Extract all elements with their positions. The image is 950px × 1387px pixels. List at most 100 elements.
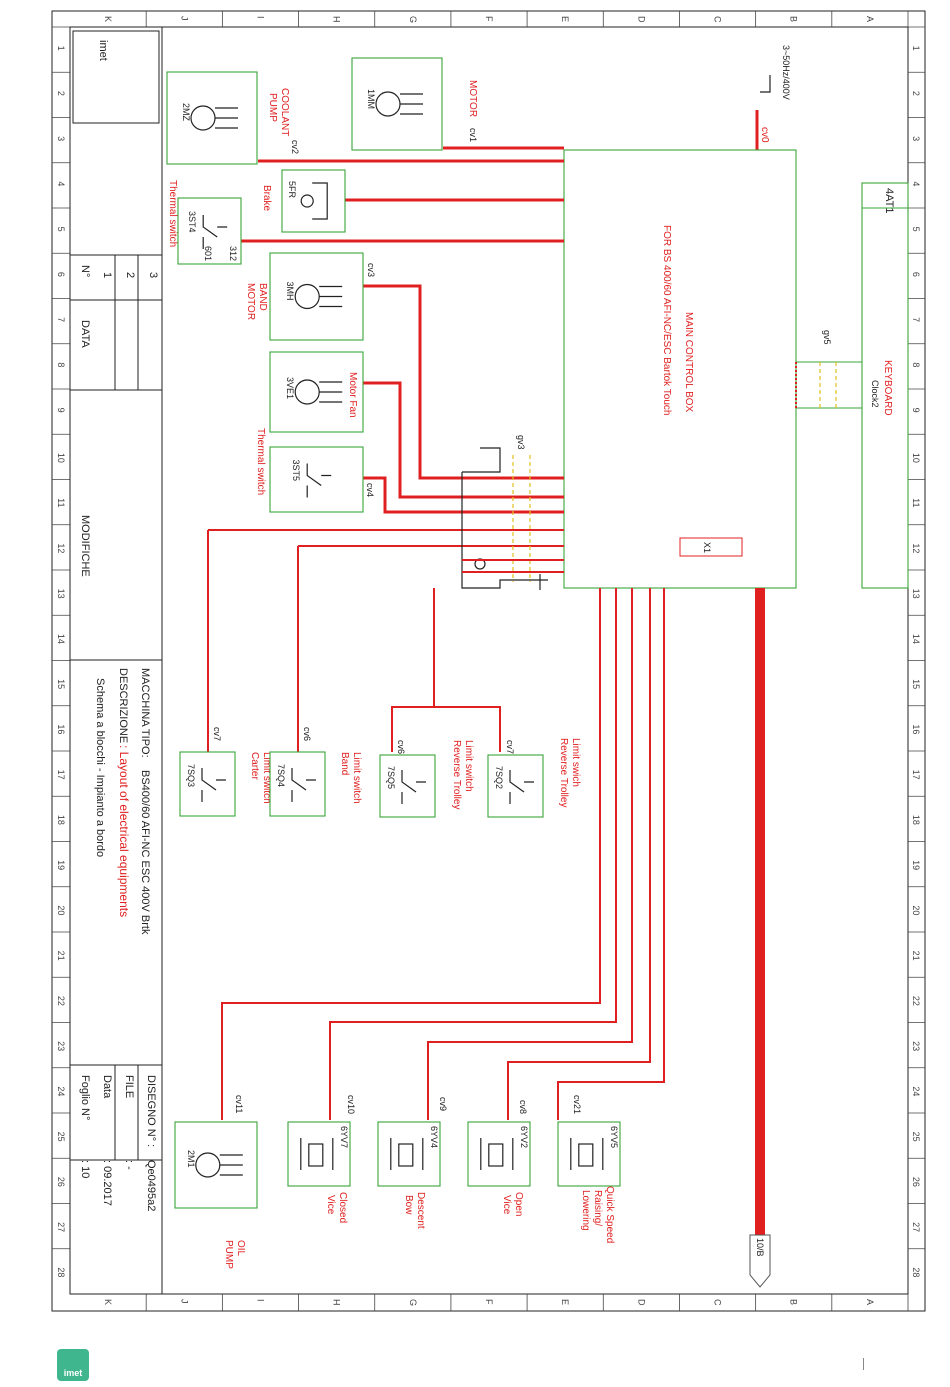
grid-col-label: C — [713, 1299, 723, 1306]
grid-row-label: 14 — [56, 634, 66, 644]
terminal-label: 601 — [203, 246, 213, 261]
grid-row-label: 18 — [911, 815, 921, 825]
cable-label: cv7 — [212, 727, 222, 741]
component-id: 7SQ5 — [386, 766, 396, 789]
grid-col-label: G — [408, 16, 418, 23]
grid-col-label: E — [560, 16, 570, 22]
grid-row-label: 16 — [911, 724, 921, 734]
grid-col-label: A — [865, 16, 875, 22]
grid-row-label: 5 — [56, 227, 66, 232]
keyboard-cable: gv5 — [822, 330, 832, 345]
grid-row-label: 8 — [56, 362, 66, 367]
grid-row-label: 4 — [911, 181, 921, 186]
component-label-2: PUMP — [267, 93, 278, 122]
grid-row-label: 6 — [56, 272, 66, 277]
grid-row-label: 16 — [56, 724, 66, 734]
grid-row-label: 21 — [56, 951, 66, 961]
grid-row-label: 12 — [911, 543, 921, 553]
cable-label: cv4 — [365, 483, 375, 497]
cable-label: cv8 — [518, 1100, 528, 1114]
component-id: 3ST4 — [187, 211, 197, 233]
grid-col-label: I — [255, 16, 265, 19]
power-supply: 3~50Hz/400V cv0 — [755, 45, 791, 150]
cable-label: cv2 — [290, 140, 300, 154]
grid-row-label: 4 — [56, 181, 66, 186]
component-id: 7SQ2 — [494, 766, 504, 789]
grid-ticks — [52, 11, 925, 1311]
keyboard-panel: 4AT1 KEYBOARD Clock2 gv5 — [795, 182, 909, 589]
grid-col-label: E — [560, 1299, 570, 1305]
grid-col-label: K — [103, 1299, 113, 1305]
data-value: : 09.2017 — [101, 1160, 113, 1206]
grid-row-label: 19 — [911, 860, 921, 870]
rev-1: 1 — [101, 272, 113, 278]
grid-row-label: 12 — [56, 543, 66, 553]
component-label: COOLANT — [279, 88, 290, 136]
component-id: 7SQ4 — [276, 764, 286, 787]
main-box-line1: MAIN CONTROL BOX — [683, 312, 694, 413]
grid-row-label: 3 — [911, 136, 921, 141]
component-label-3: Lowering — [580, 1190, 591, 1231]
foglio-value: : 10 — [79, 1160, 91, 1178]
component-label-2: Reverse Trolley — [451, 740, 462, 809]
main-control-box: MAIN CONTROL BOX FOR BS 400/60 AFI-NC/ES… — [563, 149, 797, 589]
grid-col-label: H — [332, 16, 342, 23]
grid-row-label: 10 — [911, 453, 921, 463]
grid-row-label: 13 — [911, 589, 921, 599]
grid-row-label: 8 — [911, 362, 921, 367]
grid-row-label: 20 — [56, 905, 66, 915]
grid-col-label: F — [484, 16, 494, 22]
component-label: Quick Speed — [604, 1186, 615, 1243]
component-id: 6YV4 — [429, 1126, 439, 1148]
component-label-2: Reverse Trolley — [558, 738, 569, 807]
file-value: : - — [123, 1160, 135, 1170]
grid-row-label: 10 — [56, 453, 66, 463]
data-label: Data — [101, 1075, 113, 1099]
grid-row-label: 1 — [56, 46, 66, 51]
component-id: 3VE1 — [285, 377, 295, 399]
grid-row-label: 20 — [911, 905, 921, 915]
component-label-2: Carter — [249, 752, 260, 780]
supply-label: 3~50Hz/400V — [781, 45, 791, 100]
grid-col-label: G — [408, 1299, 418, 1306]
component-label: Descent — [415, 1192, 426, 1229]
grid-col-label: J — [179, 1299, 189, 1304]
component-id: 5FR — [287, 181, 297, 199]
component-id: 6YV2 — [519, 1126, 529, 1148]
grid-row-label: 15 — [911, 679, 921, 689]
grid-row-label: 24 — [56, 1086, 66, 1096]
grid-row-label: 18 — [56, 815, 66, 825]
page-marker — [863, 1358, 864, 1370]
bus-ref: 10/B — [755, 1238, 765, 1257]
component-label: BAND — [257, 283, 268, 311]
component-id: 1MM — [366, 89, 376, 109]
schema-label: Schema a blocchi - Impianto a bordo — [94, 678, 106, 857]
sheet-border — [51, 10, 926, 1312]
grid-row-label: 17 — [911, 770, 921, 780]
component-label: Limit switch — [463, 740, 474, 792]
file-label: FILE — [123, 1075, 135, 1098]
component-label-2: PUMP — [223, 1240, 234, 1269]
grid-col-label: J — [179, 16, 189, 21]
upper-wiring: gv3 — [208, 146, 564, 590]
grid-row-label: 14 — [911, 634, 921, 644]
grid-row-label: 26 — [911, 1177, 921, 1187]
grid-row-label: 24 — [911, 1086, 921, 1096]
component-label: Motor Fan — [347, 372, 358, 418]
grid-row-label: 2 — [911, 91, 921, 96]
component-label-2: Raising/ — [592, 1190, 603, 1226]
component-label: Thermal switch — [255, 428, 266, 495]
cable-label: cv21 — [572, 1095, 582, 1114]
component-id: 6YV7 — [339, 1126, 349, 1148]
gv3-label: gv3 — [516, 435, 526, 450]
grid-col-label: B — [789, 1299, 799, 1305]
